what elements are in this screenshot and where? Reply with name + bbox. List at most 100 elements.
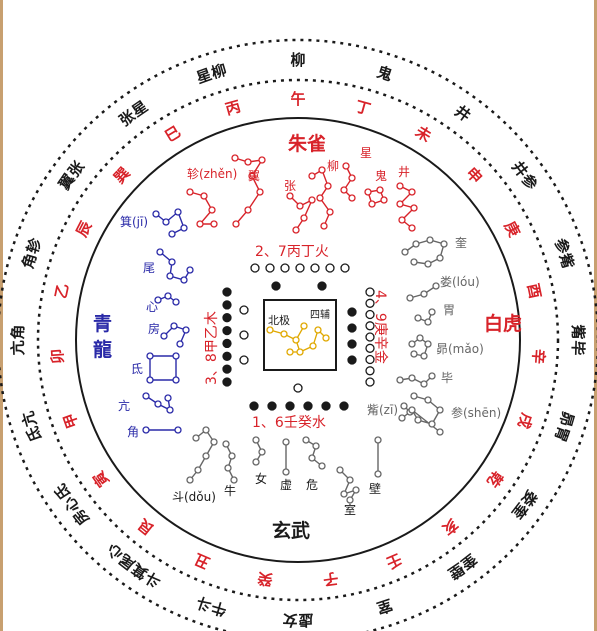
star-label-yi: 翼 [248, 169, 260, 183]
con-ji-star-3 [180, 224, 188, 232]
outer-ring-label-10-char-1: 女 [282, 611, 298, 629]
con-shen-star-3 [428, 420, 436, 428]
star-label-gui: 鬼 [375, 168, 387, 183]
dot-west-filled-1 [347, 323, 357, 333]
con-lou-star-1 [420, 290, 428, 298]
con-liu-star-4 [326, 208, 334, 216]
con-zhen-star-1 [200, 192, 208, 200]
con-ji-star-0 [152, 210, 160, 218]
con-fang-star-1 [170, 322, 178, 330]
outer-ring-label-6-char-0: 昴 [556, 409, 578, 428]
outer-ring-label-14-char-0: 氐 [23, 424, 45, 444]
dot-east-open-1 [239, 330, 249, 340]
con-liu-star-5 [320, 222, 328, 230]
star-label-ji: 箕(jī) [120, 215, 148, 229]
con-xing-star-1 [348, 174, 356, 182]
con-liu-star-0 [308, 172, 316, 180]
con-bi-n-star-1 [374, 470, 382, 478]
con-bi-star-0 [396, 376, 404, 384]
con-zhen-star-3 [196, 220, 204, 228]
star-label-bi: 毕 [441, 371, 453, 385]
con-shen-star-6 [436, 428, 444, 436]
con-lou-star-0 [406, 294, 414, 302]
star-label-wei: 胃 [443, 303, 455, 317]
star-label-zhang: 张 [284, 179, 296, 193]
con-gui-star-2 [380, 196, 388, 204]
con-bi-star-1 [408, 374, 416, 382]
con-wei-w-star-1 [424, 318, 432, 326]
con-kang-star-0 [142, 392, 150, 400]
center-star-2 [292, 336, 300, 344]
con-yi-star-5 [244, 206, 252, 214]
middle-ring-labels: 午午丁丁未未申申庚庚酉酉辛辛戌戌乾乾亥亥壬壬子子癸癸丑丑艮艮寅寅甲甲卯卯乙乙辰辰… [48, 90, 548, 589]
con-yi-star-2 [258, 156, 266, 164]
middle-ring-label-16-char-0: 甲 [60, 411, 82, 431]
element-wood-label: 3、8甲乙木 [204, 311, 220, 385]
dot-east-open-0 [239, 305, 249, 315]
star-label-shi: 室 [344, 502, 356, 517]
dot-west-filled-0 [347, 307, 357, 317]
center-star-1 [280, 330, 288, 338]
middle-ring-label-17-char-0: 卯 [48, 348, 67, 364]
con-kang-star-2 [166, 406, 174, 414]
con-xin-star-1 [164, 292, 172, 300]
star-label-xin: 心 [146, 300, 158, 314]
dot-south-open-1 [265, 263, 275, 273]
star-label-wei-north: 危 [306, 478, 318, 492]
outer-ring-label-4-char-1: 觜 [556, 251, 578, 270]
con-di-lines [149, 355, 177, 381]
con-shen-star-4 [414, 416, 422, 424]
constellations [142, 154, 448, 504]
star-label-bi-north: 壁 [369, 481, 381, 496]
quadrant-west-title: 白虎 [484, 312, 522, 335]
outer-ring-label-19-char-0: 星 [194, 65, 214, 87]
con-nv-star-1 [258, 448, 266, 456]
con-xing-star-3 [348, 194, 356, 202]
outer-ring-label-10-char-0: 虚 [298, 611, 314, 629]
middle-ring-label-15-char-0: 寅 [89, 468, 112, 491]
con-dou-star-1 [202, 426, 210, 434]
middle-dotted-ring [36, 78, 560, 602]
con-di-star-0 [146, 352, 154, 360]
con-xu-star-0 [282, 438, 290, 446]
north-star-labels: 斗(dǒu) 牛 女 虚 危 室 壁 [172, 471, 381, 517]
con-jing-star-2 [396, 200, 404, 208]
star-label-wei-east: 尾 [143, 261, 155, 275]
con-niu-lines [225, 443, 235, 481]
quadrant-east-title-1: 青 [93, 313, 112, 335]
con-zi-star-0 [400, 402, 408, 410]
star-label-lou: 娄(lóu) [440, 274, 480, 289]
con-wei-n-lines [305, 439, 323, 467]
con-lou-star-2 [432, 282, 440, 290]
dot-east-filled-4 [222, 338, 232, 349]
center-sifu-label: 四辅 [310, 308, 330, 321]
center-star-4 [309, 342, 317, 350]
outer-ring-label-0-char-0: 柳 [290, 51, 305, 69]
dot-east-filled-2 [222, 313, 232, 323]
center-constellation [266, 322, 330, 356]
con-kui-star-5 [424, 260, 432, 268]
star-label-nv: 女 [255, 471, 267, 486]
dot-west-filled-2 [347, 339, 357, 349]
dot-north-filled-4 [321, 401, 331, 411]
outer-ring-label-19-char-1: 柳 [209, 61, 228, 83]
con-jing-star-3 [410, 204, 418, 212]
outer-ring-label-15-char-0: 亢 [9, 340, 27, 356]
dot-north-open [293, 383, 303, 393]
center-star-5 [314, 326, 322, 334]
con-xing-star-0 [342, 162, 350, 170]
dot-north-filled-1 [267, 401, 277, 411]
star-label-kang: 亢 [118, 398, 130, 413]
middle-ring-label-8-char-0: 乾 [483, 468, 506, 491]
center-star-7 [300, 322, 308, 330]
con-niu-star-3 [230, 476, 238, 484]
con-fang-star-3 [176, 340, 184, 348]
south-star-labels: 翼 轸(zhěn) 张 柳 星 鬼 井 [187, 146, 410, 193]
con-zhang-star-1 [296, 202, 304, 210]
dot-south-open-2 [280, 263, 290, 273]
middle-ring-label-21-char-0: 巳 [162, 123, 184, 146]
element-water-label: 1、6壬癸水 [252, 415, 326, 431]
con-mao-star-2 [424, 340, 432, 348]
dot-north-filled-5 [339, 401, 349, 411]
con-kui-star-4 [436, 254, 444, 262]
